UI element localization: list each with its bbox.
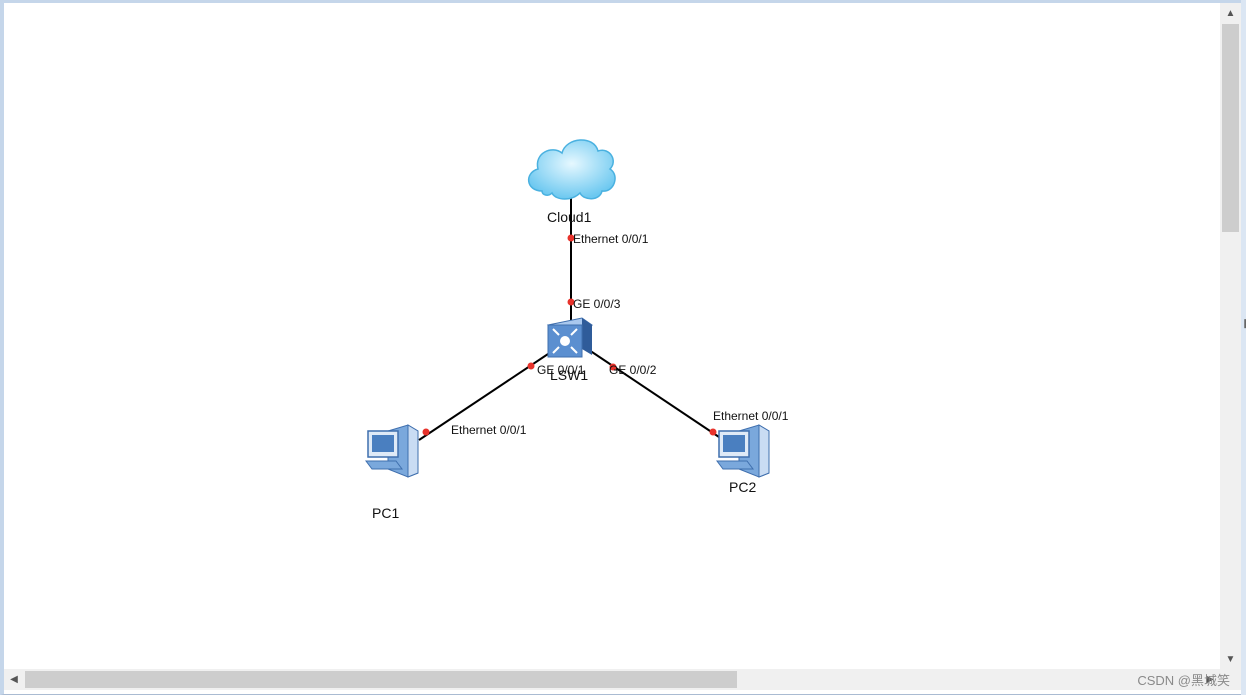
window-right-edge bbox=[1241, 0, 1246, 695]
vertical-scrollbar[interactable]: ▲ ▼ bbox=[1220, 3, 1241, 669]
port-label-pc2-eth001: Ethernet 0/0/1 bbox=[713, 409, 789, 423]
vertical-scroll-thumb[interactable] bbox=[1222, 24, 1239, 232]
cloud1-icon[interactable] bbox=[528, 139, 616, 200]
port-label-lsw1-ge003: GE 0/0/3 bbox=[573, 297, 621, 311]
topology-diagram bbox=[365, 139, 770, 478]
cloud1-label: Cloud1 bbox=[547, 209, 592, 225]
port-dot-lsw1-ge001 bbox=[527, 362, 535, 370]
pc2-label: PC2 bbox=[729, 479, 757, 495]
port-dot-cloud1-eth001 bbox=[567, 234, 575, 242]
port-label-lsw1-ge002: GE 0/0/2 bbox=[609, 363, 657, 377]
port-label-lsw1-ge001: GE 0/0/1 bbox=[537, 363, 585, 377]
scroll-down-arrow-icon[interactable]: ▼ bbox=[1225, 653, 1236, 665]
port-dot-lsw1-ge003 bbox=[567, 298, 575, 306]
pc1-label: PC1 bbox=[372, 505, 400, 521]
topology-canvas[interactable]: Cloud1 LSW1 PC1 PC2 Ethernet 0/0/1 GE 0/… bbox=[4, 3, 1220, 669]
port-dot-pc1-eth001 bbox=[422, 428, 430, 436]
pc1-computer-icon[interactable] bbox=[365, 424, 419, 478]
watermark: CSDN @黑城笑 bbox=[1137, 673, 1230, 688]
scrollbar-corner bbox=[1220, 669, 1241, 690]
scroll-left-arrow-icon[interactable]: ◀ bbox=[10, 674, 18, 685]
port-dot-lsw1-ge002 bbox=[609, 363, 617, 371]
port-label-cloud1-eth001: Ethernet 0/0/1 bbox=[573, 232, 649, 246]
horizontal-scroll-thumb[interactable] bbox=[25, 671, 737, 688]
splitter-handle-icon[interactable]: ❚ bbox=[1242, 318, 1246, 328]
scroll-up-arrow-icon[interactable]: ▲ bbox=[1225, 7, 1236, 19]
scroll-right-arrow-icon[interactable]: ▶ bbox=[1206, 674, 1214, 685]
port-label-pc1-eth001: Ethernet 0/0/1 bbox=[451, 423, 527, 437]
port-dot-pc2-eth001 bbox=[709, 428, 717, 436]
lsw1-switch-icon[interactable] bbox=[546, 317, 594, 358]
lsw1-label: LSW1 bbox=[550, 367, 589, 383]
pc2-computer-icon[interactable] bbox=[716, 424, 770, 478]
horizontal-scrollbar[interactable]: ◀ ▶ bbox=[4, 669, 1220, 690]
